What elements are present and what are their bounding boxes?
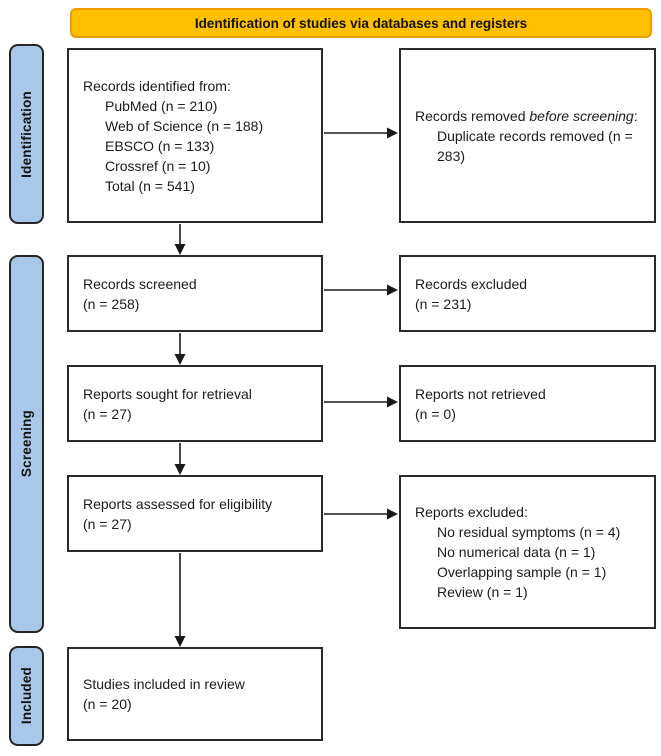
arrow-identified-to-screened	[174, 224, 186, 255]
arrow-assessed-to-reports-excluded	[324, 508, 398, 520]
box-reports-excluded: Reports excluded: No residual symptoms (…	[399, 475, 656, 629]
records-identified-item-total: Total (n = 541)	[105, 177, 195, 194]
box-records-removed: Records removed before screening: Duplic…	[399, 48, 656, 223]
box-records-identified: Records identified from: PubMed (n = 210…	[67, 48, 323, 223]
records-removed-item-duplicates: Duplicate records removed (n = 283)	[437, 127, 633, 164]
reports-excluded-item-overlap: Overlapping sample (n = 1)	[437, 564, 607, 580]
reports-sought-label: Reports sought for retrieval	[83, 385, 252, 402]
arrow-identified-to-removed	[324, 127, 398, 139]
reports-excluded-item-review: Review (n = 1)	[437, 584, 528, 600]
reports-excluded-item-residual: No residual symptoms (n = 4)	[437, 524, 621, 540]
banner-title: Identification of studies via databases …	[70, 8, 652, 38]
sidebar-identification: Identification	[9, 44, 44, 224]
reports-sought-count: (n = 27)	[83, 405, 132, 422]
sidebar-included: Included	[9, 646, 44, 746]
records-identified-item-wos: Web of Science (n = 188)	[105, 117, 264, 134]
box-reports-not-retrieved: Reports not retrieved (n = 0)	[399, 365, 656, 442]
reports-assessed-label: Reports assessed for eligibility	[83, 495, 273, 512]
studies-included-label: Studies included in review	[83, 676, 245, 692]
box-records-excluded: Records excluded (n = 231)	[399, 255, 656, 332]
records-excluded-label: Records excluded	[415, 275, 528, 292]
arrow-screened-to-excluded	[324, 284, 398, 296]
records-identified-item-pubmed: PubMed (n = 210)	[105, 97, 218, 114]
records-screened-count: (n = 258)	[83, 295, 140, 312]
reports-excluded-title: Reports excluded:	[415, 504, 528, 520]
reports-excluded-item-numerical: No numerical data (n = 1)	[437, 544, 596, 560]
box-reports-sought: Reports sought for retrieval (n = 27)	[67, 365, 323, 442]
records-excluded-count: (n = 231)	[415, 295, 472, 312]
records-identified-title: Records identified from:	[83, 77, 231, 94]
arrow-sought-to-not-retrieved	[324, 396, 398, 408]
sidebar-screening-label: Screening	[19, 410, 34, 478]
reports-not-retrieved-label: Reports not retrieved	[415, 385, 546, 402]
box-reports-assessed: Reports assessed for eligibility (n = 27…	[67, 475, 323, 552]
records-identified-item-crossref: Crossref (n = 10)	[105, 157, 211, 174]
reports-assessed-count: (n = 27)	[83, 515, 132, 532]
studies-included-count: (n = 20)	[83, 696, 132, 712]
sidebar-screening: Screening	[9, 255, 44, 633]
arrow-sought-to-assessed	[174, 443, 186, 475]
records-removed-title: Records removed before screening:	[415, 107, 638, 124]
box-studies-included: Studies included in review (n = 20)	[67, 647, 323, 741]
box-records-screened: Records screened (n = 258)	[67, 255, 323, 332]
records-screened-label: Records screened	[83, 275, 197, 292]
arrow-screened-to-sought	[174, 333, 186, 365]
sidebar-identification-label: Identification	[19, 90, 34, 178]
sidebar-included-label: Included	[19, 667, 34, 725]
records-identified-item-ebsco: EBSCO (n = 133)	[105, 137, 215, 154]
reports-not-retrieved-count: (n = 0)	[415, 405, 456, 422]
arrow-assessed-to-included	[174, 553, 186, 647]
